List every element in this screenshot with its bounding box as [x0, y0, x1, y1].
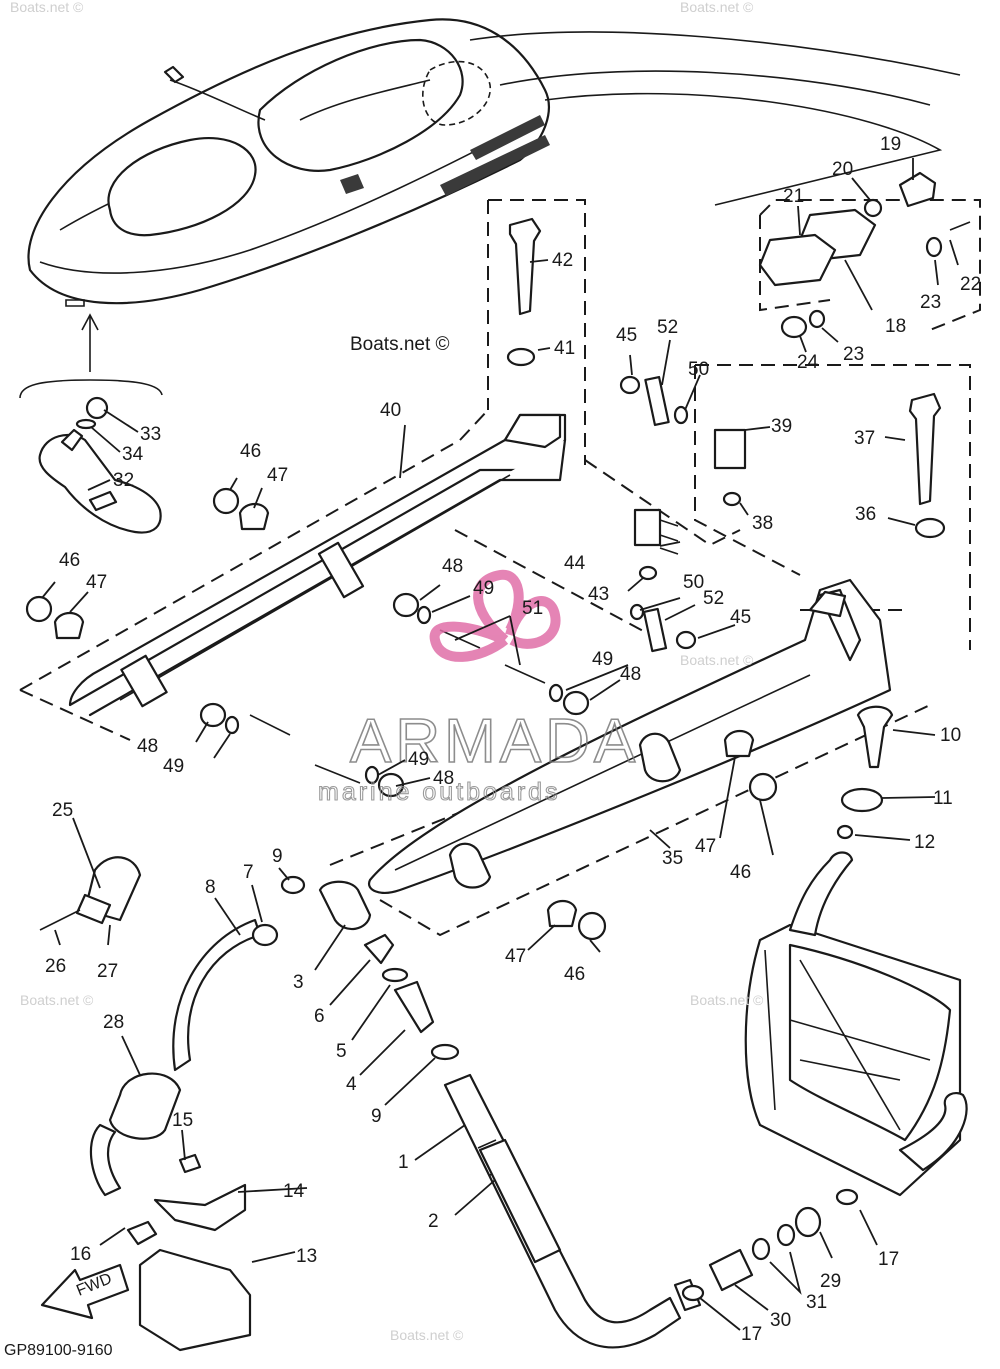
callout-17: 17	[741, 1324, 762, 1345]
callout-15: 15	[172, 1110, 193, 1131]
callout-14: 14	[283, 1181, 305, 1202]
logo-tagline: marine outboards	[318, 778, 561, 806]
callout-22: 22	[960, 274, 981, 295]
callout-18: 18	[885, 316, 906, 337]
callout-25: 25	[52, 800, 73, 821]
armada-logo: ARMADA marine outboards	[317, 569, 636, 807]
callout-46: 46	[59, 550, 80, 571]
callout-5: 5	[336, 1041, 347, 1062]
plate-40	[68, 413, 567, 717]
callout-47: 47	[267, 465, 288, 486]
callout-29: 29	[820, 1271, 841, 1292]
callout-36: 36	[855, 504, 876, 525]
callout-49: 49	[473, 578, 494, 599]
hoses	[89, 918, 702, 1349]
callout-38: 38	[752, 513, 773, 534]
intake-fitting-group	[38, 396, 162, 534]
callout-12: 12	[914, 832, 935, 853]
callout-7: 7	[243, 862, 254, 883]
watermark-faint: Boats.net ©	[10, 0, 84, 15]
callout-48: 48	[442, 556, 463, 577]
callout-labels: 1 2 3 4 5 6 7 8 9 9 10 11 12 13 14 15 16…	[45, 134, 981, 1345]
callout-11: 11	[933, 788, 953, 809]
callout-51: 51	[522, 598, 543, 619]
callout-19: 19	[880, 134, 901, 155]
callout-21: 21	[783, 186, 804, 207]
assembly-outlines	[19, 199, 981, 937]
callout-8: 8	[205, 877, 216, 898]
callout-41: 41	[554, 338, 575, 359]
callout-23: 23	[920, 292, 941, 313]
callout-48: 48	[620, 664, 641, 685]
callout-1: 1	[398, 1152, 409, 1173]
callout-35: 35	[662, 848, 683, 869]
callout-3: 3	[293, 972, 304, 993]
callout-30: 30	[770, 1310, 791, 1331]
callout-37: 37	[854, 428, 875, 449]
callout-42: 42	[552, 250, 573, 271]
ride-plate-35	[367, 578, 892, 894]
propeller-logo-icon	[429, 569, 561, 662]
diagram-code: GP89100-9160	[4, 1342, 113, 1359]
callout-52: 52	[657, 317, 678, 338]
callout-48: 48	[433, 768, 454, 789]
callout-20: 20	[832, 159, 853, 180]
callout-4: 4	[346, 1074, 357, 1095]
callout-28: 28	[103, 1012, 124, 1033]
callout-52: 52	[703, 588, 724, 609]
callout-24: 24	[797, 352, 819, 373]
callout-50: 50	[683, 572, 704, 593]
watermark-faint: Boats.net ©	[20, 992, 94, 1008]
callout-49: 49	[163, 756, 184, 777]
callout-46: 46	[240, 441, 261, 462]
watercraft-illustration	[19, 18, 961, 399]
callout-9: 9	[371, 1106, 382, 1127]
callout-26: 26	[45, 956, 66, 977]
callout-13: 13	[296, 1246, 317, 1267]
callout-2: 2	[428, 1211, 439, 1232]
callout-46: 46	[564, 964, 585, 985]
callout-9: 9	[272, 846, 283, 867]
callout-17: 17	[878, 1249, 899, 1270]
callout-34: 34	[122, 444, 144, 465]
watermark-faint: Boats.net ©	[690, 992, 764, 1008]
callout-33: 33	[140, 424, 161, 445]
callout-49: 49	[592, 649, 613, 670]
watermark-faint: Boats.net ©	[680, 0, 754, 15]
watermark-faint: Boats.net ©	[390, 1327, 464, 1343]
callout-32: 32	[113, 470, 134, 491]
callout-49: 49	[408, 749, 429, 770]
callout-10: 10	[940, 725, 961, 746]
watermark-text: Boats.net ©	[350, 334, 450, 355]
callout-47: 47	[86, 572, 107, 593]
callout-leaders	[41, 158, 959, 1331]
jet-pump-housing	[744, 851, 968, 1197]
callout-31: 31	[806, 1292, 827, 1313]
callout-39: 39	[771, 416, 792, 437]
callout-40: 40	[380, 400, 401, 421]
callout-16: 16	[70, 1244, 91, 1265]
callout-48: 48	[137, 736, 158, 757]
forward-arrow-icon: FWD	[40, 1263, 130, 1320]
callout-47: 47	[695, 836, 716, 857]
callout-45: 45	[730, 607, 751, 628]
callout-46: 46	[730, 862, 751, 883]
callout-27: 27	[97, 961, 118, 982]
callout-6: 6	[314, 1006, 325, 1027]
watermark-faint: Boats.net ©	[680, 652, 754, 668]
callout-45: 45	[616, 325, 637, 346]
callout-50: 50	[688, 359, 709, 380]
callout-43: 43	[588, 584, 609, 605]
callout-23: 23	[843, 344, 864, 365]
small-parts	[25, 171, 971, 1352]
watermarks: Boats.net © Boats.net © Boats.net © Boat…	[10, 0, 764, 1343]
callout-47: 47	[505, 946, 526, 967]
callout-44: 44	[564, 553, 586, 574]
